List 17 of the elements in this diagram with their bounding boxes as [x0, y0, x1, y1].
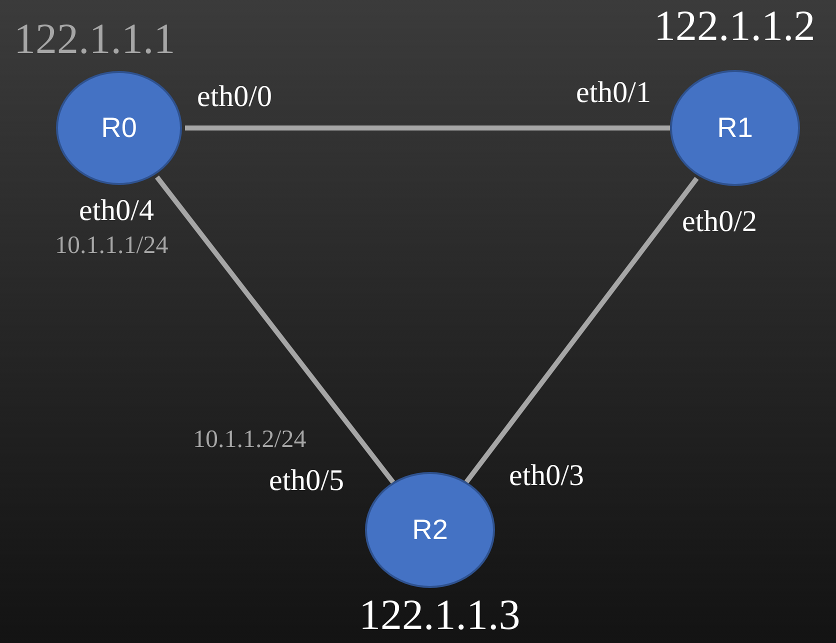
router-node: R0 [56, 71, 182, 185]
interface-label: eth0/4 [79, 196, 154, 226]
interface-label: eth0/5 [269, 466, 344, 496]
ip-address-label: 122.1.1.3 [359, 594, 520, 637]
subnet-label: 10.1.1.1/24 [55, 233, 168, 258]
router-node: R2 [365, 472, 495, 588]
interface-label: eth0/3 [509, 461, 584, 491]
ip-address-label: 122.1.1.2 [654, 5, 816, 48]
interface-label: eth0/0 [197, 82, 272, 112]
router-node: R1 [670, 70, 800, 186]
ip-address-label: 122.1.1.1 [14, 18, 176, 61]
subnet-label: 10.1.1.2/24 [193, 427, 306, 452]
link-line [185, 126, 670, 130]
interface-label: eth0/2 [682, 207, 757, 237]
link-line [154, 176, 396, 484]
interface-label: eth0/1 [576, 78, 651, 108]
link-line [464, 176, 699, 484]
